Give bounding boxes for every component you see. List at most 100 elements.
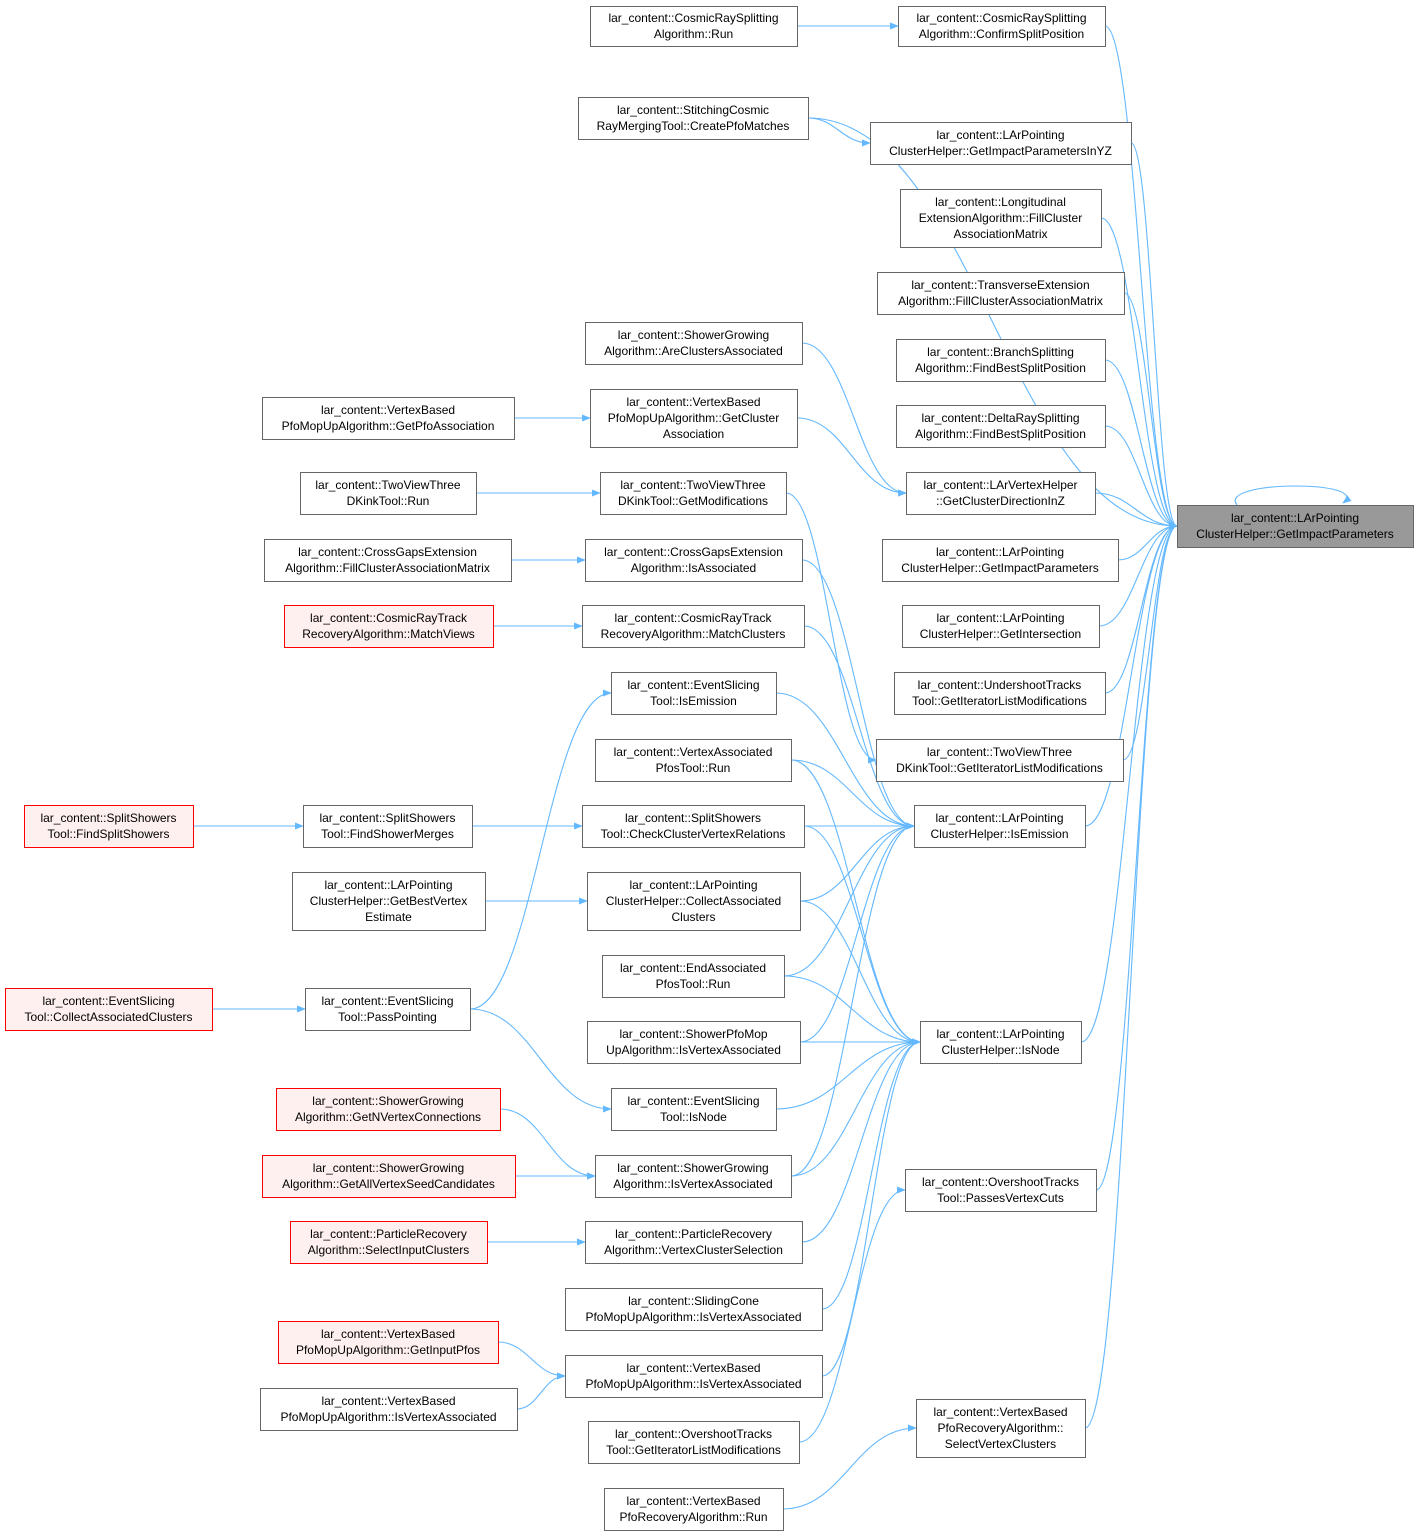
node-label-line: ClusterHelper::IsEmission [930,827,1068,841]
node-box [585,322,803,365]
graph-node-cosmic-ray-track-recovery-algorithm-match-views[interactable]: lar_content::CosmicRayTrackRecoveryAlgor… [284,605,494,648]
graph-node-vertex-based-pfo-recovery-algorithm-run[interactable]: lar_content::VertexBasedPfoRecoveryAlgor… [604,1488,784,1531]
graph-node-event-slicing-tool-pass-pointing[interactable]: lar_content::EventSlicingTool::PassPoint… [305,988,471,1031]
graph-node-vertex-based-pfo-recovery-algorithm-select-vertex-clusters[interactable]: lar_content::VertexBasedPfoRecoveryAlgor… [916,1399,1086,1458]
node-label-line: lar_content::VertexBased [321,1327,455,1341]
graph-node-cross-gaps-extension-algorithm-fill-cluster-association-matrix[interactable]: lar_content::CrossGapsExtensionAlgorithm… [264,539,512,582]
graph-node-vertex-based-pfo-mop-up-algorithm-get-input-pfos[interactable]: lar_content::VertexBasedPfoMopUpAlgorith… [278,1321,499,1364]
graph-node-shower-growing-algorithm-are-clusters-associated[interactable]: lar_content::ShowerGrowingAlgorithm::Are… [585,322,803,365]
graph-node-vertex-based-pfo-mop-up-algorithm-is-vertex-associated[interactable]: lar_content::VertexBasedPfoMopUpAlgorith… [260,1388,518,1431]
node-box [587,1021,801,1064]
node-label-line: SelectVertexClusters [945,1437,1056,1451]
graph-node-branch-splitting-algorithm-find-best-split-position[interactable]: lar_content::BranchSplittingAlgorithm::F… [896,339,1106,382]
graph-node-lar-pointing-cluster-helper-get-intersection[interactable]: lar_content::LArPointingClusterHelper::G… [902,605,1100,648]
graph-node-vertex-based-pfo-mop-up-algorithm-is-vertex-associated[interactable]: lar_content::VertexBasedPfoMopUpAlgorith… [565,1355,823,1398]
graph-node-vertex-associated-pfos-tool-run[interactable]: lar_content::VertexAssociatedPfosTool::R… [595,739,792,782]
graph-node-delta-ray-splitting-algorithm-find-best-split-position[interactable]: lar_content::DeltaRaySplittingAlgorithm:… [896,405,1106,448]
node-label-line: lar_content::ShowerPfoMop [619,1027,767,1041]
graph-node-cosmic-ray-splitting-algorithm-confirm-split-position[interactable]: lar_content::CosmicRaySplittingAlgorithm… [898,6,1106,47]
graph-edge [799,900,921,1046]
graph-node-shower-growing-algorithm-get-all-vertex-seed-candidates[interactable]: lar_content::ShowerGrowingAlgorithm::Get… [262,1155,516,1198]
node-box [262,1155,516,1198]
node-label-line: RecoveryAlgorithm::MatchClusters [601,627,786,641]
node-label-line: Association [663,427,724,441]
node-label-line: RecoveryAlgorithm::MatchViews [302,627,475,641]
graph-edge [801,342,907,497]
graph-node-sliding-cone-pfo-mop-up-algorithm-is-vertex-associated[interactable]: lar_content::SlidingConePfoMopUpAlgorith… [565,1288,823,1331]
graph-node-shower-growing-algorithm-is-vertex-associated[interactable]: lar_content::ShowerGrowingAlgorithm::IsV… [595,1155,792,1198]
graph-node-two-view-three-dkink-tool-get-iterator-list-modifications[interactable]: lar_content::TwoViewThreeDKinkTool::GetI… [876,739,1124,782]
graph-node-shower-pfo-mop-up-algorithm-is-vertex-associated[interactable]: lar_content::ShowerPfoMopUpAlgorithm::Is… [587,1021,801,1064]
node-label-line: Tool::FindShowerMerges [321,827,454,841]
node-label-line: Algorithm::FindBestSplitPosition [915,427,1086,441]
graph-node-stitching-cosmic-ray-merging-tool-create-pfo-matches[interactable]: lar_content::StitchingCosmicRayMergingTo… [578,97,809,140]
graph-node-lar-vertex-helper-get-cluster-direction-in-z[interactable]: lar_content::LArVertexHelper::GetCluster… [906,472,1096,515]
node-box [906,472,1096,515]
node-label-line: lar_content::VertexBased [626,1361,760,1375]
graph-node-lar-pointing-cluster-helper-collect-associated-clusters[interactable]: lar_content::LArPointingClusterHelper::C… [587,872,801,931]
graph-node-particle-recovery-algorithm-select-input-clusters[interactable]: lar_content::ParticleRecoveryAlgorithm::… [290,1221,488,1264]
graph-edge [790,1038,921,1177]
node-label-line: Tool::CheckClusterVertexRelations [601,827,786,841]
node-box [896,405,1106,448]
node-label-line: Algorithm::AreClustersAssociated [604,344,783,358]
node-label-line: ExtensionAlgorithm::FillCluster [919,211,1082,225]
graph-node-vertex-based-pfo-mop-up-algorithm-get-cluster-association[interactable]: lar_content::VertexBasedPfoMopUpAlgorith… [590,389,798,448]
graph-node-lar-pointing-cluster-helper-is-node[interactable]: lar_content::LArPointingClusterHelper::I… [920,1021,1082,1064]
graph-node-split-showers-tool-find-split-showers[interactable]: lar_content::SplitShowersTool::FindSplit… [24,805,194,848]
graph-edge [803,625,915,830]
node-box [276,1088,501,1131]
graph-node-split-showers-tool-find-shower-merges[interactable]: lar_content::SplitShowersTool::FindShowe… [303,805,473,848]
graph-node-lar-pointing-cluster-helper-get-impact-parameters[interactable]: lar_content::LArPointingClusterHelper::G… [1177,505,1414,548]
graph-node-particle-recovery-algorithm-vertex-cluster-selection[interactable]: lar_content::ParticleRecoveryAlgorithm::… [585,1221,803,1264]
node-box [905,1169,1097,1212]
node-label-line: ClusterHelper::GetBestVertex [310,894,467,908]
node-label-line: PfoMopUpAlgorithm::GetPfoAssociation [282,419,495,433]
graph-node-cosmic-ray-splitting-algorithm-run[interactable]: lar_content::CosmicRaySplittingAlgorithm… [590,6,798,47]
node-box [264,539,512,582]
graph-node-lar-pointing-cluster-helper-is-emission[interactable]: lar_content::LArPointingClusterHelper::I… [914,805,1086,848]
node-label-line: lar_content::ShowerGrowing [618,328,769,342]
node-label-line: Tool::PassPointing [338,1010,437,1024]
graph-node-transverse-extension-algorithm-fill-cluster-association-matrix[interactable]: lar_content::TransverseExtensionAlgorith… [877,272,1125,315]
node-label-line: PfosTool::Run [656,977,731,991]
node-label-line: PfoMopUpAlgorithm::GetInputPfos [296,1343,480,1357]
node-box [300,472,477,515]
node-box [582,805,805,848]
graph-node-lar-pointing-cluster-helper-get-best-vertex-estimate[interactable]: lar_content::LArPointingClusterHelper::G… [292,872,486,931]
node-label-line: lar_content::CosmicRayTrack [615,611,773,625]
node-label-line: lar_content::ParticleRecovery [310,1227,467,1241]
graph-node-cosmic-ray-track-recovery-algorithm-match-clusters[interactable]: lar_content::CosmicRayTrackRecoveryAlgor… [582,605,805,648]
graph-node-two-view-three-dkink-tool-get-modifications[interactable]: lar_content::TwoViewThreeDKinkTool::GetM… [600,472,787,515]
node-box [278,1321,499,1364]
graph-node-lar-pointing-cluster-helper-get-impact-parameters[interactable]: lar_content::LArPointingClusterHelper::G… [882,539,1119,582]
node-label-line: lar_content::ShowerGrowing [313,1161,464,1175]
graph-node-split-showers-tool-check-cluster-vertex-relations[interactable]: lar_content::SplitShowersTool::CheckClus… [582,805,805,848]
graph-edge [790,822,915,1177]
node-label-line: lar_content::SplitShowers [319,811,455,825]
node-label-line: lar_content::CosmicRaySplitting [608,11,778,25]
graph-node-event-slicing-tool-collect-associated-clusters[interactable]: lar_content::EventSlicingTool::CollectAs… [5,988,213,1031]
node-label-line: lar_content::TwoViewThree [315,478,461,492]
graph-node-cross-gaps-extension-algorithm-is-associated[interactable]: lar_content::CrossGapsExtensionAlgorithm… [585,539,803,582]
graph-node-longitudinal-extension-algorithm-fill-cluster-association-matrix[interactable]: lar_content::LongitudinalExtensionAlgori… [900,189,1102,248]
node-label-line: lar_content::LArPointing [936,545,1064,559]
graph-node-lar-pointing-cluster-helper-get-impact-parameters-in-yz[interactable]: lar_content::LArPointingClusterHelper::G… [870,122,1132,165]
graph-node-undershoot-tracks-tool-get-iterator-list-modifications[interactable]: lar_content::UndershootTracksTool::GetIt… [894,672,1106,715]
graph-edge [1123,292,1178,530]
graph-edge [775,1038,921,1110]
node-label-line: Algorithm::VertexClusterSelection [604,1243,783,1257]
node-label-line: lar_content::LArPointing [936,1027,1064,1041]
node-label-line: Algorithm::GetNVertexConnections [295,1110,481,1124]
graph-node-overshoot-tracks-tool-get-iterator-list-modifications[interactable]: lar_content::OvershootTracksTool::GetIte… [588,1421,800,1464]
node-label-line: lar_content::LArPointing [1231,511,1359,525]
node-label-line: Algorithm::GetAllVertexSeedCandidates [282,1177,495,1191]
graph-node-vertex-based-pfo-mop-up-algorithm-get-pfo-association[interactable]: lar_content::VertexBasedPfoMopUpAlgorith… [262,397,515,440]
node-label-line: Algorithm::FillClusterAssociationMatrix [285,561,490,575]
graph-node-shower-growing-algorithm-get-nvertex-connections[interactable]: lar_content::ShowerGrowingAlgorithm::Get… [276,1088,501,1131]
graph-node-event-slicing-tool-is-emission[interactable]: lar_content::EventSlicingTool::IsEmissio… [611,672,777,715]
graph-node-overshoot-tracks-tool-passes-vertex-cuts[interactable]: lar_content::OvershootTracksTool::Passes… [905,1169,1097,1212]
